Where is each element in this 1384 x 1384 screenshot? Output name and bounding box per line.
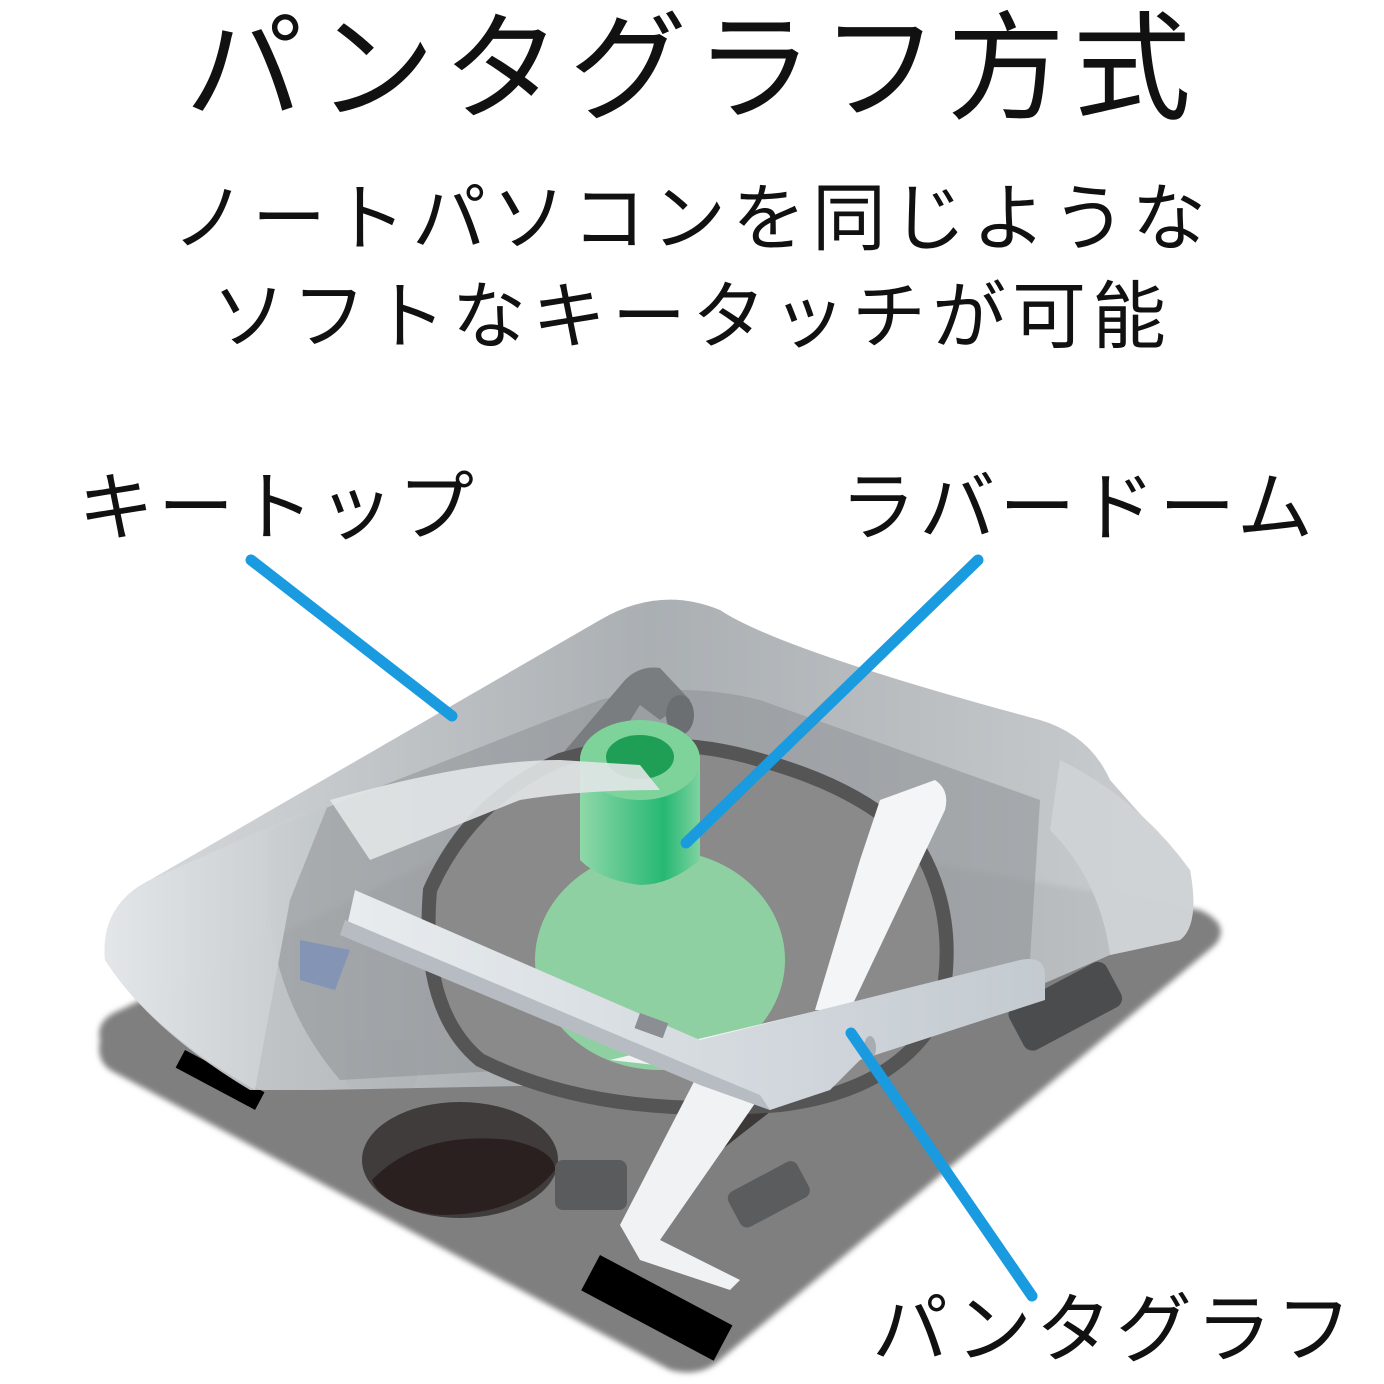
label-rubber-dome: ラバードーム	[840, 463, 1317, 552]
leader-line-keytop	[245, 554, 458, 722]
page-title: パンタグラフ方式	[185, 0, 1199, 138]
leader-lines	[245, 554, 1038, 1302]
subtitle-line-1: ノートパソコンを同じような	[172, 176, 1212, 262]
subtitle: ノートパソコンを同じような ソフトなキータッチが可能	[0, 170, 1384, 366]
label-keytop: キートップ	[78, 463, 478, 552]
subtitle-line-2: ソフトなキータッチが可能	[212, 274, 1172, 360]
label-pantograph: パンタグラフ	[872, 1285, 1356, 1374]
leader-line-pantograph	[845, 1027, 1038, 1302]
leader-line-rubber-dome	[680, 554, 984, 849]
